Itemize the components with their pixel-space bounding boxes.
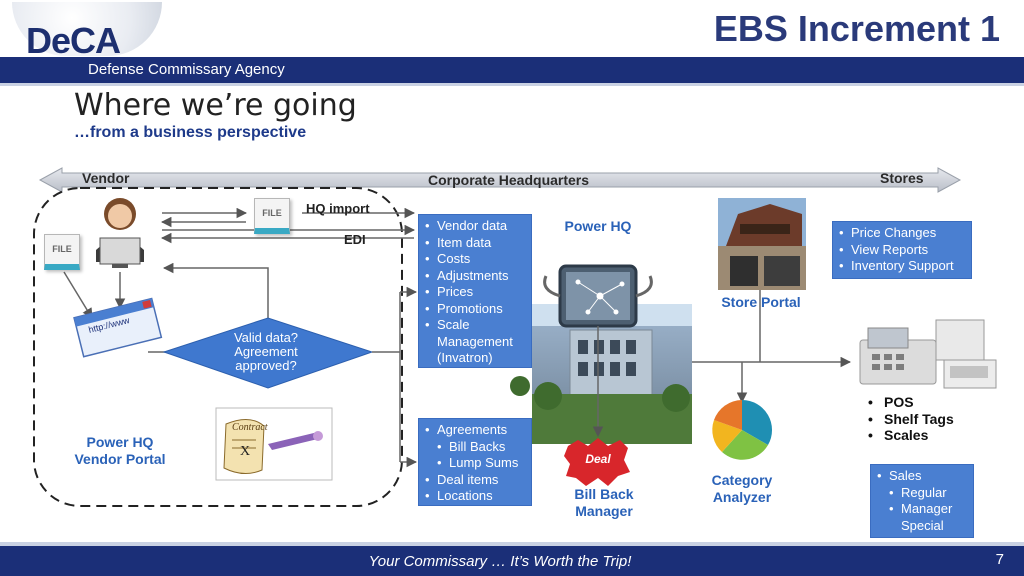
svg-text:X: X [240,444,250,459]
slide-subheading: …from a business perspective [74,124,307,141]
store-building-image [718,198,806,290]
timeline-arrow [38,167,962,193]
decision-branch-arrows [372,286,418,468]
deal-burst-icon [564,438,630,486]
pos-list: POS Shelf Tags Scales [866,394,954,444]
power-hq-network-icon [543,264,653,328]
deca-logo: DeCA [26,20,121,61]
page-number: 7 [995,551,1004,568]
footer-divider [0,542,1024,546]
center-connectors [592,290,852,438]
contract-icon: X [215,407,333,481]
edi-label: EDI [344,232,366,247]
decision-text: Valid data? Agreement approved? [233,330,299,373]
store-portal-label: Store Portal [721,294,801,310]
agency-name: Defense Commissary Agency [88,61,285,78]
category-pie-chart-icon [712,400,773,460]
timeline-label-vendor: Vendor [82,170,130,186]
footer-band [0,546,1024,576]
agreements-box: Agreements Bill Backs Lump Sums Deal ite… [418,418,532,506]
file-icon-vendor: FILE [44,234,80,270]
deal-label: Deal [585,452,611,466]
header-band [0,57,1024,83]
file-icon: FILE [254,198,290,234]
vendor-boundary [33,187,403,507]
slide-title: EBS Increment 1 [713,8,1000,49]
slide-heading: Where we’re going [74,88,357,123]
hq-import-label: HQ import [306,201,370,216]
sales-box: Sales Regular Manager Special [870,464,974,538]
category-analyzer-label: Category Analyzer [711,472,773,505]
store-functions-box: Price Changes View Reports Inventory Sup… [832,221,972,279]
timeline-label-stores: Stores [880,170,924,186]
bill-back-manager-label: Bill Back Manager [574,486,634,519]
timeline-label-hq: Corporate Headquarters [428,172,590,188]
file-to-portal-arrow [63,271,93,319]
footer-tagline: Your Commissary … It’s Worth the Trip! [368,553,632,570]
logo-badge [12,2,162,56]
power-hq-label: Power HQ [564,218,632,234]
pos-register-icon [859,319,997,389]
vendor-portal-label: Power HQ Vendor Portal [74,434,166,467]
browser-window-icon [73,297,163,358]
contract-label: Contract [232,422,268,433]
vendor-person-icon [96,198,144,268]
return-loop-arrow [162,262,269,318]
vendor-data-box: Vendor data Item data Costs Adjustments … [418,214,532,368]
header-divider [0,83,1024,86]
